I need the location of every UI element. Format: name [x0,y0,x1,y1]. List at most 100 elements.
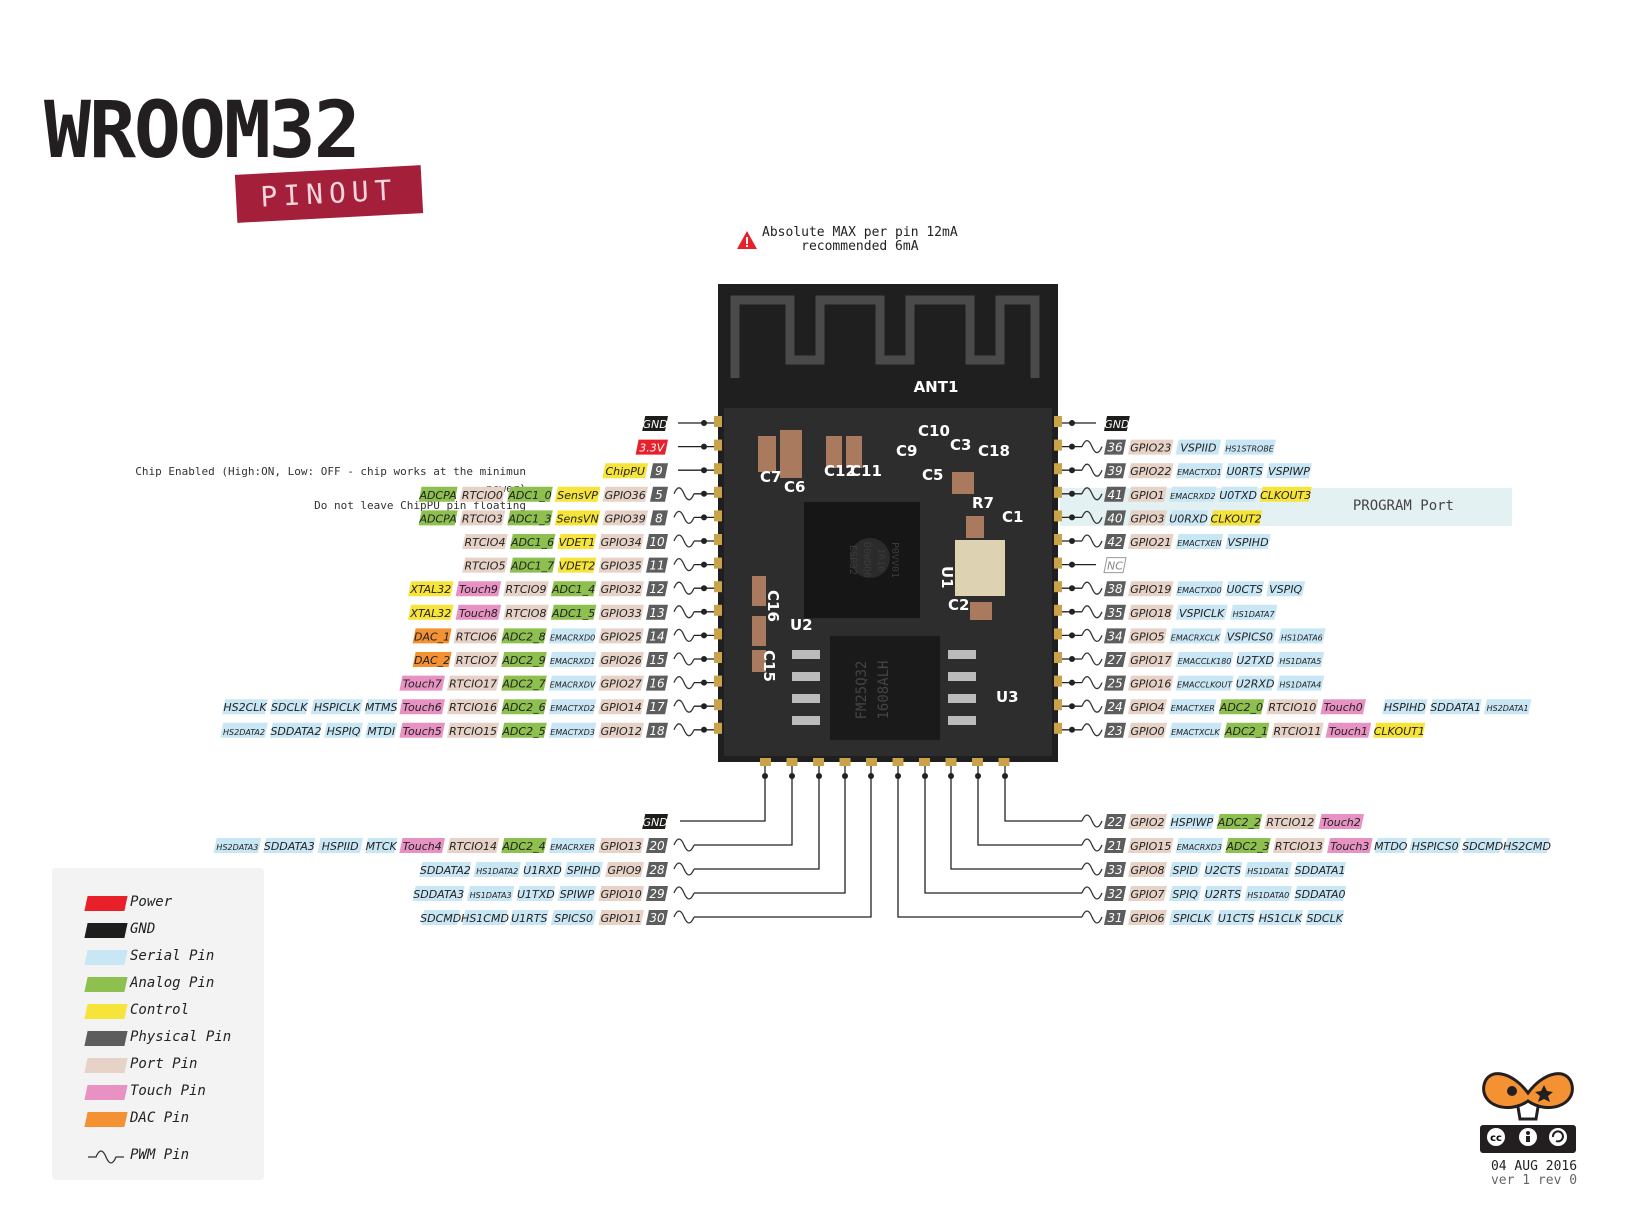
left-pin-label-text: SDCLK [271,701,308,714]
left-pin-label-tag [501,652,547,667]
left-pin-label-tag [598,628,644,644]
flash-pad [948,672,976,681]
left-pin-label-text: RTCIO0 [462,489,503,502]
left-pin-label-tag [602,486,648,502]
bottom-left-pin-label-tag [646,838,668,853]
component-label-u2: U2 [790,616,813,634]
bottom-right-pin-label-tag [1169,886,1202,901]
pin-dot [1069,514,1075,521]
right-pad [1054,439,1062,451]
bottom-left-pin-label-tag [501,838,547,853]
left-pin-label-tag [650,486,668,502]
left-pin-label-tag [447,675,500,691]
left-pin-label-text: 13 [649,606,664,620]
pin-dot [701,632,707,639]
bottom-left-pin-label-tag [263,838,316,853]
bottom-left-pin-label-text: 20 [649,839,665,853]
right-pin-label-text: GND [1104,418,1129,431]
pin-dot [789,773,795,779]
left-pin-label-text: RTCIO16 [449,701,497,714]
bottom-right-pin-label-text: GPIO7 [1130,888,1164,901]
right-pin-pwm-icon [1081,463,1103,477]
bottom-left-pin-label-tag [646,886,668,901]
left-pin-label-text: EMACRXD0 [550,633,595,642]
left-pin-label-tag [453,628,500,644]
pin-wire [924,766,1082,894]
bottom-left-pin-label-tag [598,838,644,853]
right-pin-label-text: GPIO5 [1130,630,1164,643]
right-pin-label-tag [1104,486,1126,502]
left-pin-label-tag [598,699,644,715]
pin-wire [950,766,1082,870]
bottom-left-pin-label-text: 30 [649,911,665,925]
bottom-right-pin-label-text: HS1CLK [1259,912,1303,925]
component-label-c12: C12 [824,462,856,480]
pin-wire [694,766,820,870]
left-pad [714,439,722,451]
legend-swatch [84,950,128,965]
right-pin-label-text: 35 [1107,606,1122,620]
left-pin-label-tag [646,675,668,691]
right-pin-label-tag [1104,699,1126,715]
bottom-right-pin-pwm-icon [1081,886,1103,900]
right-pin-label-text: VSPIQ [1269,583,1302,596]
bottom-right-pin-label-text: ADC2_3 [1225,840,1269,853]
left-pin-label-tag [365,699,398,715]
bottom-right-pin-label-text: U2CTS [1205,864,1241,877]
left-pin-label-text: Touch6 [403,701,442,714]
bottom-left-pin-label-tag [412,886,465,901]
right-pin-row: GND [1062,416,1130,431]
right-pin-label-tag [1325,722,1372,738]
left-pin-label-text: EMACRXD1 [550,657,595,666]
right-pin-label-tag [1128,699,1167,715]
bottom-right-pin-label-tag [1104,862,1126,877]
bottom-right-pin-label-text: SPICLK [1173,912,1212,925]
right-pin-label-tag [1276,675,1325,691]
right-pin-pwm-icon [1081,534,1103,548]
right-pin-label-text: 34 [1107,629,1122,643]
bottom-left-pin-label-text: GPIO10 [601,888,642,901]
bottom-right-pin-label-text: EMACRXD3 [1177,843,1222,852]
bottom-right-pin-label-tag [1128,814,1167,829]
flash-pad [792,716,820,725]
right-pin-label-tag [1128,510,1167,526]
right-pin-label-tag [1210,510,1263,526]
left-pin-pwm-icon [673,723,695,737]
right-pin-label-tag [1128,534,1174,549]
right-pin-label-text: 40 [1107,511,1123,525]
pin-wire [694,766,872,918]
left-pin-label-tag [598,675,644,691]
left-pin-label-tag [598,534,644,549]
bottom-right-pin-label-text: HSPICS0 [1412,840,1459,853]
left-pin-label-text: 5 [655,488,663,502]
left-pin-label-text: GPIO14 [601,701,642,714]
left-pin-label-tag [324,722,363,738]
left-pad [714,486,722,498]
bottom-right-pin-label-text: U2RTS [1205,888,1241,901]
left-pin-pwm-icon [673,652,695,666]
pin-labels: GND3.3V9ChipPU5GPIO36SensVPADC1_0RTCIO0A… [213,416,1551,925]
left-pin-label-text: DAC_2 [414,654,450,667]
component-label-c18: C18 [978,442,1010,460]
component-label-c7: C7 [760,468,781,486]
bottom-right-pin-label-text: HSPIWP [1170,816,1213,829]
right-pin-label-tag [1278,628,1326,644]
left-pin-label-text: GPIO26 [601,654,642,667]
right-pin-label-tag [1104,604,1126,620]
bottom-right-pin-label-text: Touch2 [1322,816,1361,829]
chip-marking: D0WDQ6 [861,542,872,578]
right-pin-label-tag [1175,581,1224,597]
legend-label: PWM Pin [130,1147,190,1163]
component-label-c2: C2 [948,596,969,614]
right-pad [1054,604,1062,616]
bottom-left-pin-pwm-icon [673,886,695,900]
right-pad [1054,486,1062,498]
left-pin-label-text: GPIO35 [601,560,642,573]
left-pin-label-tag [635,439,668,455]
bottom-left-pin-label-tag [421,910,461,925]
